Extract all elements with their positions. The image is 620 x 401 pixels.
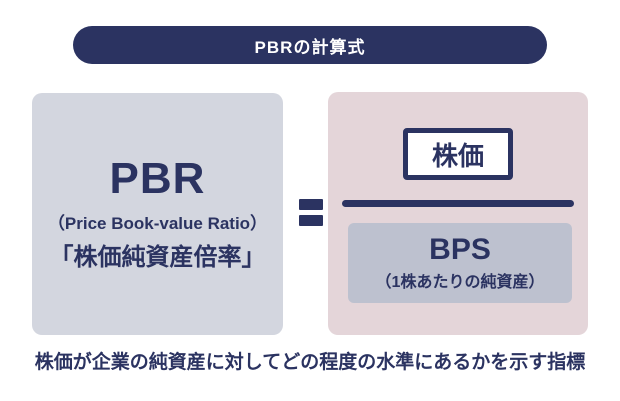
denominator-box: BPS （1株あたりの純資産）: [348, 223, 572, 303]
equals-bar-top: [299, 199, 323, 210]
title-banner: PBRの計算式: [73, 26, 547, 64]
pbr-japanese-name: 「株価純資産倍率」: [49, 243, 266, 271]
pbr-full-name: （Price Book-value Ratio）: [47, 213, 268, 233]
equals-sign: [299, 199, 323, 226]
fraction-bar: [342, 200, 574, 207]
equals-bar-bottom: [299, 215, 323, 226]
pbr-acronym: PBR: [109, 154, 206, 204]
bps-description: （1株あたりの純資産）: [375, 273, 545, 291]
numerator-box: 株価: [403, 128, 513, 180]
explanation-caption: 株価が企業の純資産に対してどの程度の水準にあるかを示す指標: [34, 352, 586, 373]
bps-acronym: BPS: [429, 233, 491, 267]
title-banner-label: PBRの計算式: [254, 37, 366, 57]
fraction-card: 株価 BPS （1株あたりの純資産）: [328, 92, 588, 335]
pbr-term-card: PBR （Price Book-value Ratio） 「株価純資産倍率」: [32, 93, 283, 335]
numerator-label: 株価: [431, 140, 484, 171]
